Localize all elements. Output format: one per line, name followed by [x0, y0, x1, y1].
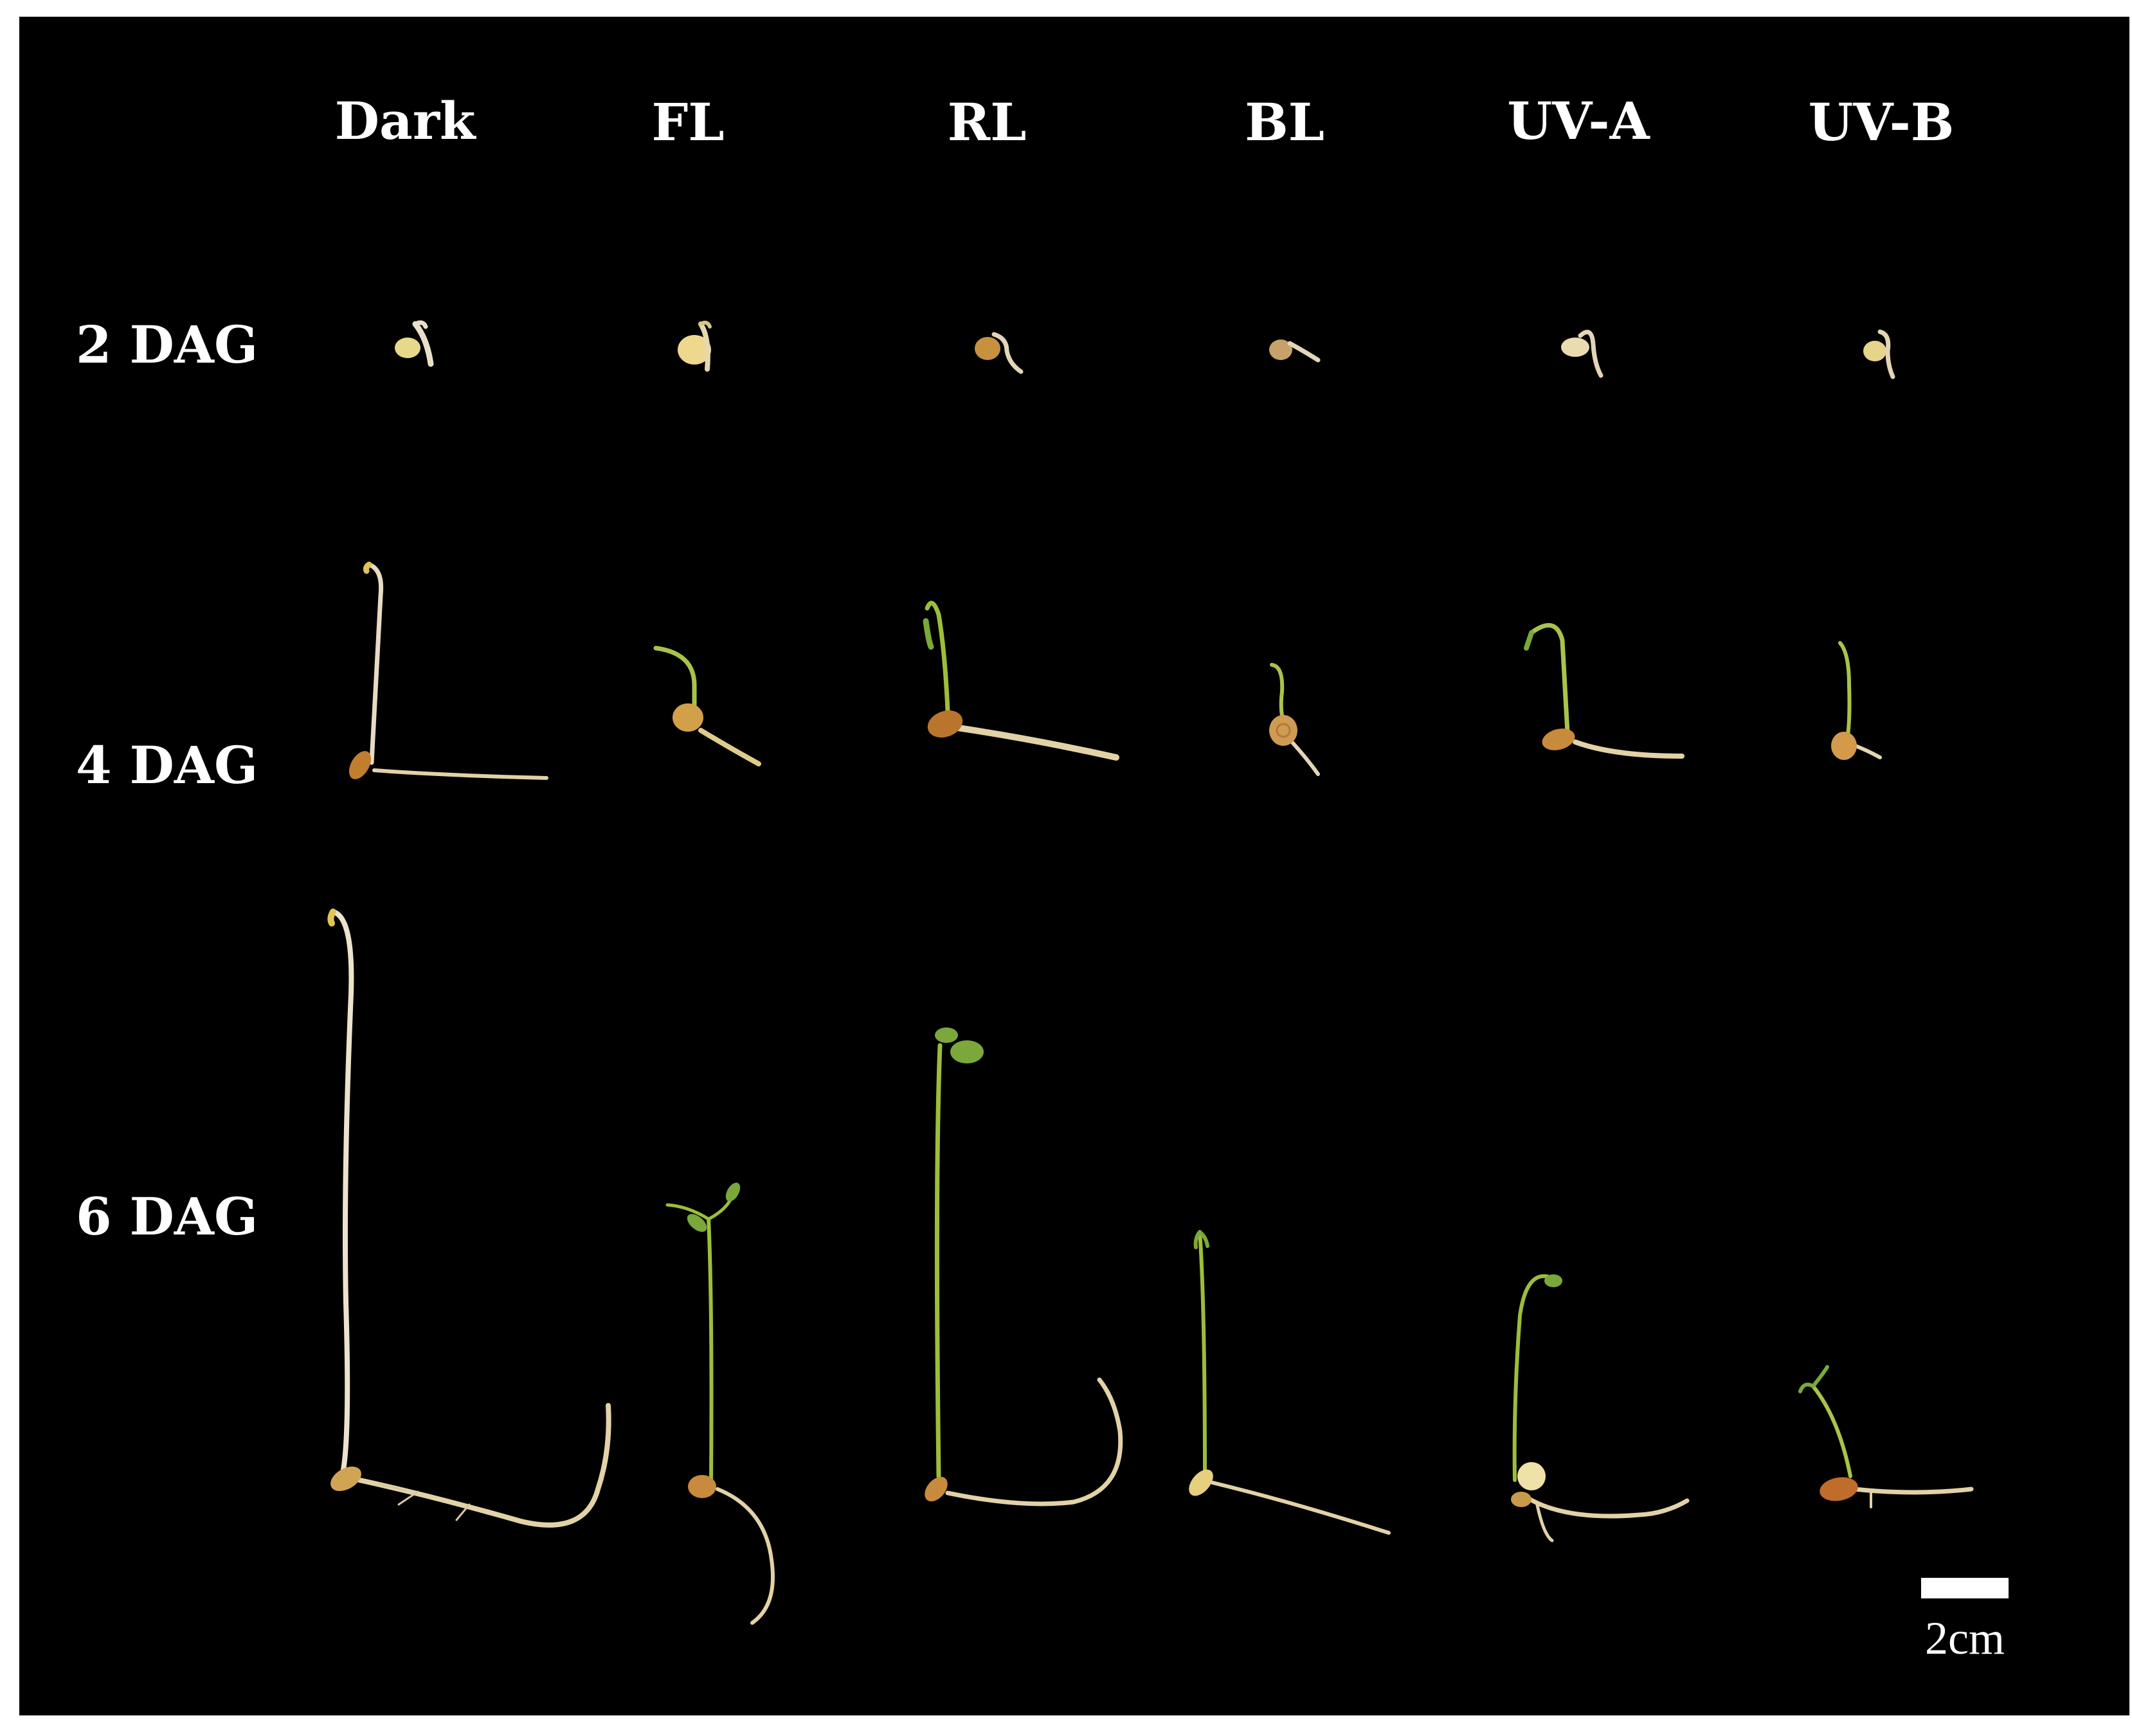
column-label-rl: RL [947, 92, 1027, 152]
seedling-rl-4dag [923, 601, 1119, 761]
seedling-fl-4dag [653, 646, 761, 766]
scale-bar-label: 2cm [1925, 1613, 2005, 1664]
seedling-uva-4dag [1524, 623, 1685, 759]
scale-bar [1921, 1578, 2009, 1598]
row-label-2dag: 2 DAG [76, 314, 258, 375]
seedling-uvb-6dag [1798, 1365, 1974, 1508]
row-label-6dag: 6 DAG [76, 1186, 258, 1247]
column-label-dark: Dark [334, 91, 476, 151]
seedling-bl-2dag [1269, 339, 1321, 363]
figure-panel: Dark FL RL BL UV-A UV-B 2 DAG 4 DAG 6 DA… [19, 17, 2129, 1715]
seedling-uvb-4dag [1831, 641, 1882, 760]
row-label-4dag: 4 DAG [76, 735, 258, 795]
seedling-uva-2dag [1561, 329, 1604, 378]
seedling-dark-2dag [395, 320, 434, 367]
column-label-fl: FL [651, 92, 725, 152]
column-label-bl: BL [1245, 92, 1324, 152]
seedling-dark-4dag [348, 561, 548, 780]
column-label-uvb: UV-B [1808, 92, 1955, 152]
seedling-bl-4dag [1269, 663, 1320, 776]
seedling-fl-2dag [678, 320, 712, 372]
seedling-dark-6dag [327, 909, 611, 1528]
seedling-uva-6dag [1511, 1274, 1690, 1542]
seedling-image [327, 320, 1974, 1625]
seedling-bl-6dag [1189, 1230, 1391, 1535]
seedling-uvb-2dag [1863, 329, 1895, 379]
column-label-uva: UV-A [1507, 91, 1650, 151]
seedling-rl-6dag [925, 1027, 1123, 1506]
seedling-fl-6dag [665, 1182, 775, 1625]
seedling-rl-2dag [975, 332, 1024, 374]
